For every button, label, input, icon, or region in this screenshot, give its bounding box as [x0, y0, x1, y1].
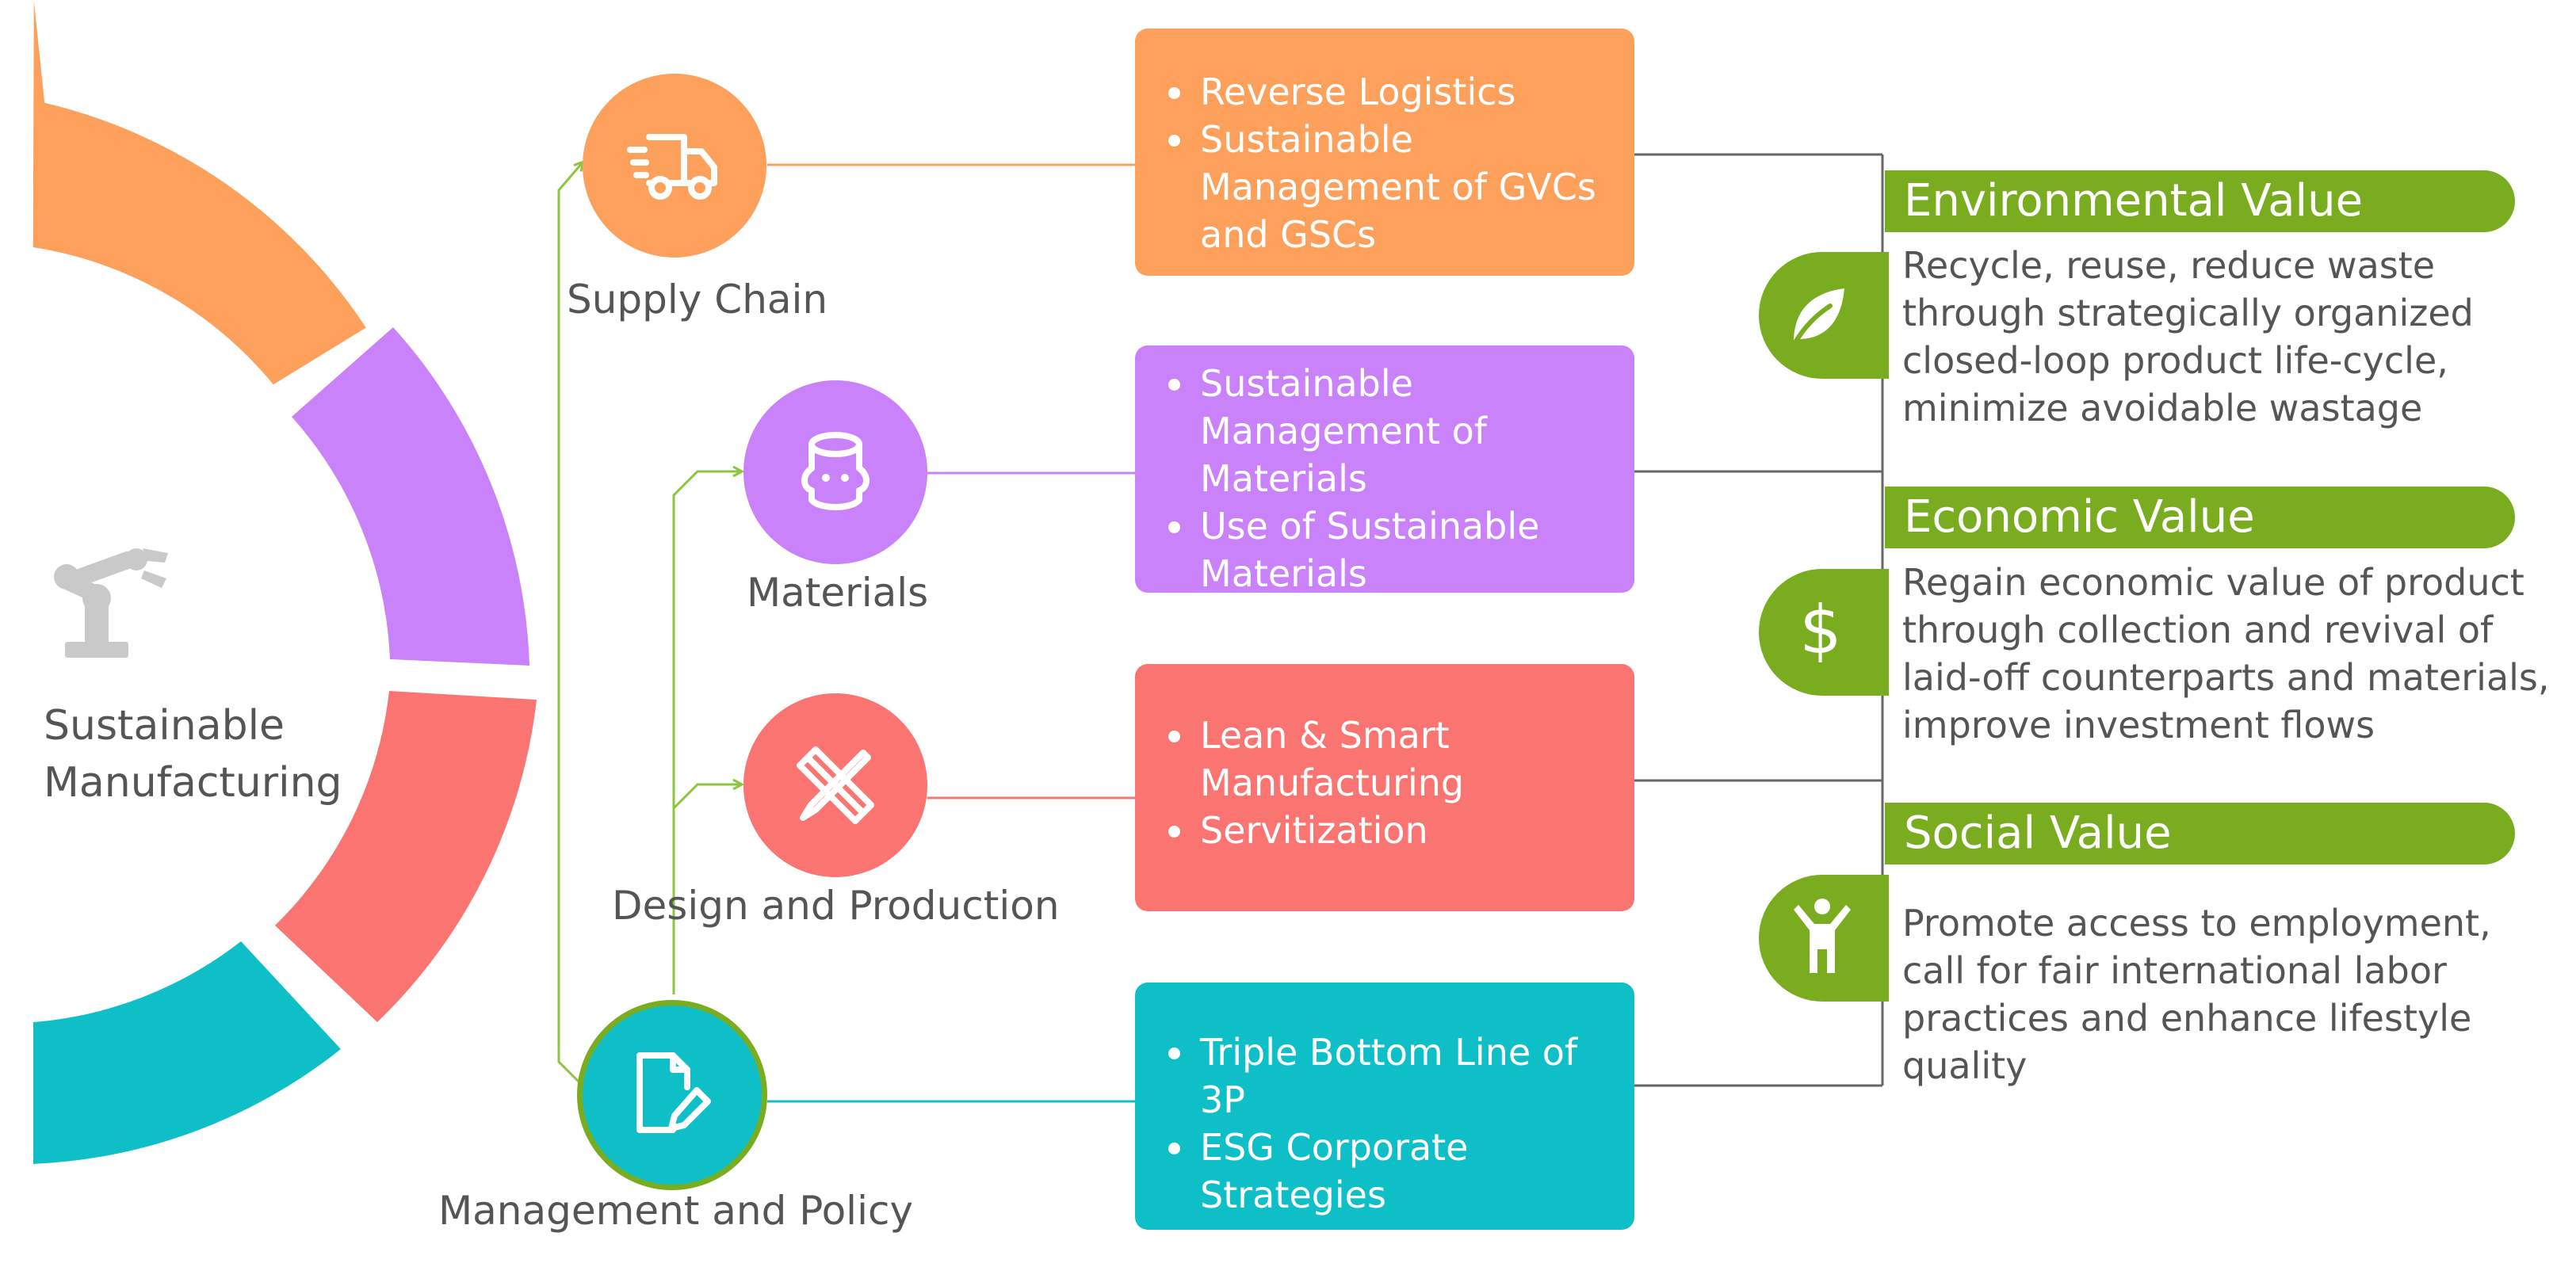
ring-segment-purple — [292, 327, 529, 666]
materials-box: Sustainable Management of Materials Use … — [1135, 345, 1634, 595]
supply-chain-label: Supply Chain — [567, 277, 828, 322]
person-icon — [1794, 899, 1851, 973]
environmental-value-description: Recycle, reuse, reduce waste through str… — [1902, 244, 2474, 429]
robot-arm-icon — [49, 547, 176, 666]
environmental-value-title: Environmental Value — [1885, 170, 2515, 232]
ring-segment-teal — [33, 941, 341, 1164]
materials-list: Sustainable Management of Materials Use … — [1162, 360, 1619, 597]
truck-icon — [627, 134, 717, 200]
economic-value-title: Economic Value — [1885, 487, 2515, 548]
social-value-description: Promote access to employment, call for f… — [1902, 902, 2491, 1087]
social-value-tab — [1759, 875, 1889, 1002]
list-item: Lean & Smart Manufacturing — [1162, 712, 1619, 807]
management-policy-circle — [577, 1000, 767, 1190]
materials-label: Materials — [747, 570, 929, 616]
list-item: ESG Corporate Strategies — [1162, 1124, 1619, 1219]
design-production-list: Lean & Smart Manufacturing Servitization — [1162, 712, 1619, 854]
ring-segment-red — [275, 691, 537, 1022]
list-item: Reverse Logistics — [1162, 68, 1619, 116]
supply-chain-list: Reverse Logistics Sustainable Management… — [1162, 68, 1619, 258]
environmental-value-tab — [1759, 252, 1889, 379]
social-value-title: Social Value — [1885, 803, 2515, 864]
management-policy-box: Triple Bottom Line of 3P ESG Corporate S… — [1135, 983, 1634, 1230]
design-production-label: Design and Production — [612, 883, 1060, 929]
supply-chain-circle — [583, 74, 766, 258]
supply-chain-box: Reverse Logistics Sustainable Management… — [1135, 29, 1634, 276]
leaf-icon — [1793, 288, 1844, 345]
design-production-circle — [743, 693, 927, 877]
list-item: Servitization — [1162, 807, 1619, 854]
connector-bracket-materials — [672, 471, 741, 994]
materials-circle — [743, 380, 927, 564]
list-item: Triple Bottom Line of 3P — [1162, 1028, 1619, 1124]
management-policy-list: Triple Bottom Line of 3P ESG Corporate S… — [1162, 1028, 1619, 1219]
pencil-ruler-icon — [797, 746, 874, 824]
management-policy-label: Management and Policy — [438, 1188, 914, 1234]
center-label: Sustainable Manufacturing — [44, 697, 342, 811]
list-item: Sustainable Management of Materials — [1162, 360, 1619, 502]
center-label-line2: Manufacturing — [44, 759, 342, 807]
economic-value-tab: $ — [1759, 569, 1889, 696]
material-log-icon — [801, 432, 869, 510]
design-production-box: Lean & Smart Manufacturing Servitization — [1135, 664, 1634, 911]
connector-bracket-design — [672, 784, 741, 810]
connector-bracket-supply — [557, 162, 583, 1087]
center-label-line1: Sustainable — [44, 702, 285, 750]
list-item: Sustainable Management of GVCs and GSCs — [1162, 116, 1619, 258]
economic-value-description: Regain economic value of product through… — [1902, 561, 2550, 746]
ring-segment-orange — [32, 1, 366, 385]
dollar-icon: $ — [1799, 591, 1842, 669]
document-edit-icon — [636, 1052, 711, 1133]
list-item: Use of Sustainable Materials — [1162, 502, 1619, 597]
